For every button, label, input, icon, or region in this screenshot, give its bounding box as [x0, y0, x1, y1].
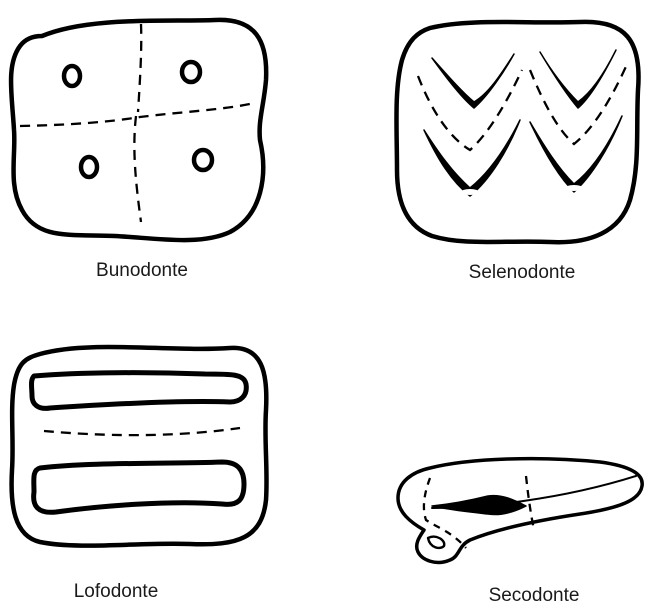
selenodont-infill-left [461, 189, 479, 195]
selenodont-crescent-right-upper [540, 50, 616, 108]
bunodont-cusp-lower-right [194, 150, 212, 170]
label-selenodonte: Selenodonte [469, 262, 576, 284]
label-bunodonte: Bunodonte [96, 260, 188, 282]
bunodont-cusp-upper-left [64, 66, 80, 86]
bunodont-dashed-vertical-upper [138, 24, 141, 112]
selenodont-crescent-left-upper [432, 54, 514, 108]
label-secodonte: Secodonte [489, 585, 580, 607]
label-lofodonte: Lofodonte [74, 581, 159, 603]
selenodont-tooth [396, 22, 638, 242]
lophodont-dashed-center [44, 428, 240, 435]
bunodont-dashed-vertical-lower [134, 116, 141, 222]
lophodont-loph-lower [34, 462, 244, 512]
bunodont-cusp-lower-left [81, 157, 97, 177]
selenodont-dashed-w-left [418, 70, 522, 150]
bunodont-tooth [11, 20, 266, 240]
selenodont-crescent-left-lower [424, 120, 520, 196]
lophodont-tooth [12, 347, 267, 546]
secodont-root-tip [428, 537, 444, 548]
selenodont-infill-right [565, 185, 583, 191]
selenodont-crescent-right-lower [530, 116, 622, 192]
selenodont-outline [396, 22, 638, 242]
secodont-tooth [398, 459, 642, 563]
lophodont-loph-upper [32, 373, 247, 409]
bunodont-cusp-upper-right [182, 62, 200, 82]
